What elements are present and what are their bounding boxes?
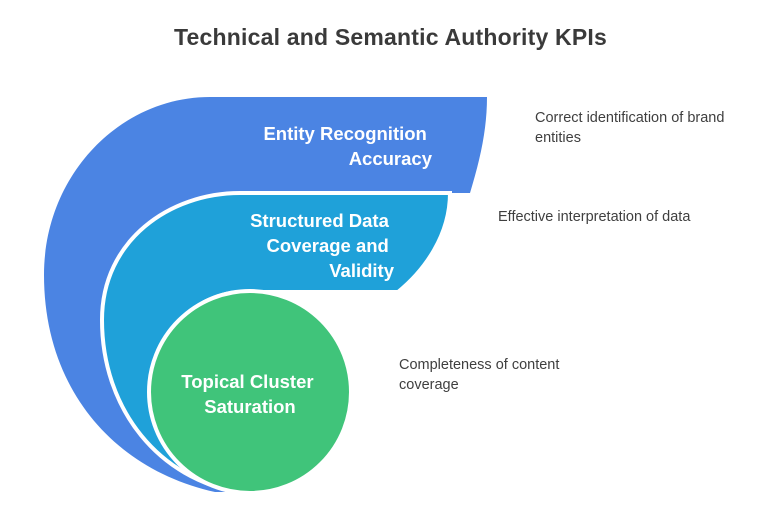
entity-recognition-shape xyxy=(44,97,487,492)
topical-cluster-description: Completeness of content coverage xyxy=(399,357,560,393)
structured-data-description: Effective interpretation of data xyxy=(498,209,691,225)
diagram-title: Technical and Semantic Authority KPIs xyxy=(174,24,607,50)
entity-recognition-description: Correct identification of brand entities xyxy=(535,110,725,146)
structured-data-label: Structured Data Coverage and Validity xyxy=(250,210,395,281)
topical-cluster-circle xyxy=(147,289,353,495)
topical-cluster-label: Topical Cluster Saturation xyxy=(181,371,318,417)
entity-recognition-label: Entity Recognition Accuracy xyxy=(263,123,432,169)
